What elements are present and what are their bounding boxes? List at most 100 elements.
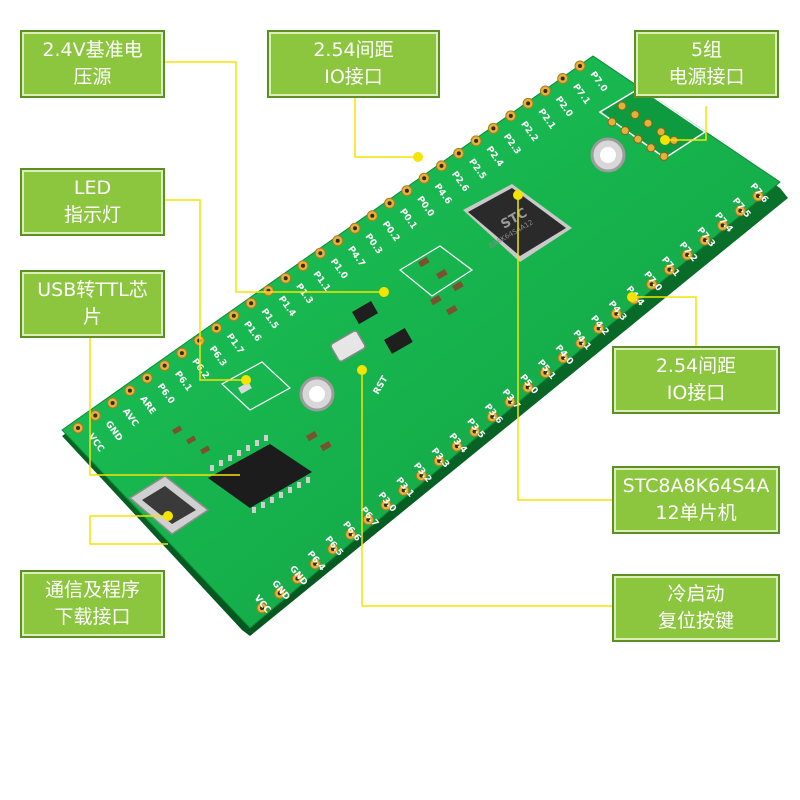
- callout-text: 片: [82, 306, 102, 328]
- header-pad-hole: [179, 351, 184, 356]
- chip-leg: [219, 460, 223, 466]
- power-header-pad: [659, 151, 669, 161]
- header-pad-hole: [543, 89, 548, 93]
- header-pad-hole: [419, 473, 424, 478]
- header-pad-hole: [318, 251, 323, 256]
- callout-text: 2.4V基准电: [42, 39, 143, 61]
- chip-leg: [210, 465, 214, 471]
- power-header-pad: [643, 118, 653, 128]
- header-pad-hole: [474, 138, 479, 143]
- header-pad-hole: [578, 64, 582, 68]
- header-pad-hole: [162, 363, 167, 368]
- header-pad-hole: [353, 226, 357, 231]
- callout-text: IO接口: [324, 66, 383, 88]
- chip-leg: [255, 440, 259, 446]
- header-pad-hole: [384, 503, 388, 507]
- callout-text: 2.54间距: [655, 355, 737, 377]
- callout-text: 下载接口: [54, 606, 131, 628]
- callout-reset-button: 冷启动 复位按键: [612, 574, 780, 642]
- header-pad-hole: [260, 606, 264, 610]
- callout-text: 12单片机: [655, 502, 737, 524]
- header-pad-hole: [277, 591, 282, 596]
- callout-text: 通信及程序: [44, 579, 140, 601]
- header-pad-hole: [295, 576, 300, 581]
- chip-leg: [261, 502, 265, 508]
- callout-voltage-reference: 2.4V基准电 压源: [20, 30, 165, 98]
- header-pad-hole: [526, 101, 531, 106]
- callout-text: IO接口: [666, 382, 726, 404]
- header-pad-hole: [472, 429, 477, 434]
- header-pad-hole: [422, 176, 427, 181]
- header-pad-hole: [370, 213, 375, 218]
- callout-usb-ttl-chip: USB转TTL芯 片: [20, 270, 165, 338]
- header-pad-hole: [301, 263, 305, 268]
- header-pad-hole: [738, 208, 743, 213]
- callout-download-port: 通信及程序 下载接口: [20, 570, 165, 638]
- header-pad-hole: [387, 201, 392, 206]
- header-pad-hole: [543, 370, 548, 375]
- header-pad-hole: [456, 151, 461, 156]
- chip-leg: [279, 492, 283, 498]
- chip-leg: [306, 477, 310, 483]
- header-pad-hole: [491, 126, 496, 131]
- right-header-pads: [256, 190, 764, 614]
- header-pad-hole: [110, 401, 115, 405]
- header-pad-hole: [283, 276, 288, 281]
- chip-leg: [264, 435, 268, 441]
- header-pad-hole: [214, 326, 219, 331]
- header-pad-hole: [596, 326, 601, 331]
- callout-io-header-top: 2.54间距 IO接口: [267, 30, 440, 98]
- header-pad-hole: [145, 376, 150, 381]
- header-pad-hole: [508, 400, 512, 404]
- callout-power-header: 5组 电源接口: [634, 30, 779, 98]
- header-pad-hole: [702, 238, 707, 243]
- power-header-pad: [633, 134, 643, 144]
- callout-text: 2.54间距: [313, 39, 394, 61]
- header-pad-hole: [231, 313, 236, 318]
- header-pad-hole: [127, 388, 132, 393]
- led-indicator-cluster: [172, 361, 332, 455]
- callout-text: LED: [73, 177, 112, 199]
- chip-leg: [288, 487, 292, 493]
- header-pad-hole: [685, 252, 690, 257]
- callout-text: 指示灯: [63, 204, 121, 226]
- header-pad-hole: [401, 488, 406, 493]
- header-pad-hole: [249, 301, 254, 306]
- callout-io-header-right: 2.54间距 IO接口: [612, 346, 780, 414]
- power-header-pad: [607, 117, 617, 127]
- header-pad-hole: [578, 341, 583, 346]
- header-pad-hole: [756, 194, 760, 198]
- callout-text: USB转TTL芯: [37, 279, 148, 301]
- left-header-pads: [72, 60, 586, 434]
- power-header-pad: [646, 143, 656, 153]
- header-pad-hole: [437, 458, 442, 463]
- header-pad-hole: [348, 532, 353, 537]
- header-pad-hole: [404, 188, 409, 193]
- header-pad-hole: [560, 76, 565, 81]
- header-pad-hole: [561, 355, 566, 360]
- callout-text: 复位按键: [657, 610, 734, 632]
- header-pad-hole: [508, 113, 513, 118]
- header-pad-hole: [366, 517, 371, 522]
- micro-usb-connector: [128, 475, 210, 535]
- header-pad-hole: [330, 547, 335, 552]
- callout-led-indicator: LED 指示灯: [20, 168, 165, 236]
- power-header-pad: [656, 127, 666, 137]
- header-pad-hole: [76, 426, 80, 430]
- chip-leg: [246, 445, 250, 451]
- chip-leg: [228, 455, 232, 461]
- header-pad-hole: [335, 238, 340, 243]
- header-pad-hole: [720, 223, 725, 228]
- header-pad-hole: [667, 267, 672, 272]
- mounting-hole: [590, 137, 626, 173]
- header-pad-hole: [439, 163, 444, 168]
- callout-text: 电源接口: [668, 66, 745, 88]
- header-pad-hole: [614, 311, 619, 316]
- chip-leg: [252, 507, 256, 513]
- callout-text: 压源: [73, 66, 112, 88]
- chip-leg: [237, 450, 241, 456]
- power-header-pad: [620, 126, 630, 136]
- callout-text: 5组: [690, 39, 723, 61]
- callout-text: 冷启动: [667, 583, 725, 605]
- header-pad-hole: [313, 561, 318, 566]
